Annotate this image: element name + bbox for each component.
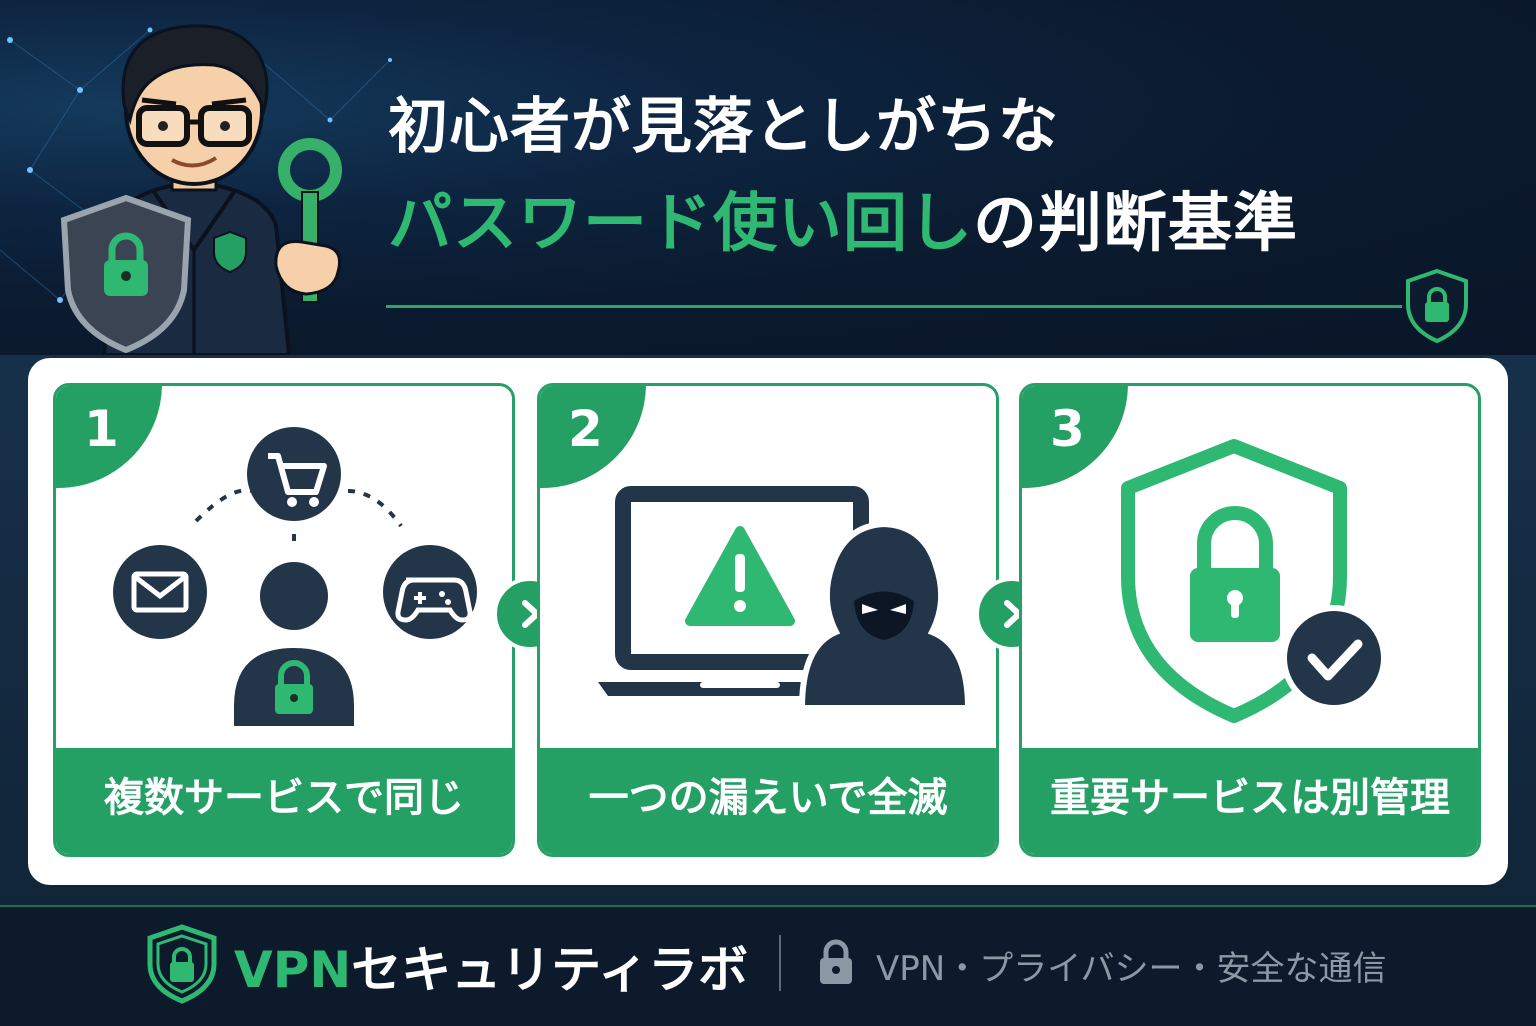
step-card-1: 1 複数サービスで同じ: [53, 383, 515, 857]
user-lock-icon: [234, 562, 354, 726]
step-card-3: 3 重要サービスは別管理: [1019, 383, 1481, 857]
page-title-line1: 初心者が見落としがちな: [388, 92, 1059, 162]
mascot-illustration: [60, 24, 342, 355]
step-label: 複数サービスで同じ: [56, 748, 512, 854]
gamepad-icon: [383, 545, 477, 639]
step-number: 1: [84, 400, 119, 458]
step-label: 重要サービスは別管理: [1022, 748, 1478, 854]
title-divider: [386, 305, 1402, 308]
step3-illustration: [1121, 439, 1387, 723]
laptop-warning-icon: [598, 486, 882, 696]
brand-vpn: VPN: [234, 941, 352, 999]
title-suffix: の判断基準: [973, 187, 1298, 261]
page-title-line2: パスワード使い回しの判断基準: [388, 172, 1298, 264]
shopping-cart-icon: [247, 427, 341, 521]
brand-shield-icon: [147, 924, 217, 1004]
title-highlight: パスワード使い回し: [388, 187, 973, 261]
shield-lock-icon: [1406, 268, 1468, 344]
footer-tagline: VPN・プライバシー・安全な通信: [876, 949, 1387, 989]
brand-name: セキュリティラボ: [351, 941, 749, 999]
mail-icon: [113, 545, 207, 639]
hacker-icon: [798, 520, 972, 711]
footer-divider: [779, 935, 781, 991]
hero-banner: 初心者が見落としがちな パスワード使い回しの判断基準: [0, 0, 1536, 355]
step2-illustration: [598, 486, 972, 711]
step-label: 一つの漏えいで全滅: [540, 748, 996, 854]
footer: [0, 905, 1536, 1026]
step-card-2: 2 一つの漏えいで全滅: [537, 383, 999, 857]
brand-logo: VPNセキュリティラボ: [234, 930, 748, 1002]
lock-icon: [820, 939, 852, 984]
step-number: 3: [1050, 400, 1085, 458]
step1-illustration: [113, 427, 477, 726]
step-number: 2: [568, 400, 603, 458]
checkmark-icon: [1281, 605, 1387, 711]
